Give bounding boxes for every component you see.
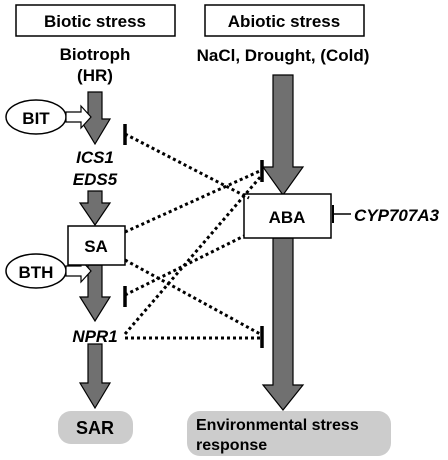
ics1-label: ICS1 (76, 148, 114, 167)
sa-to-environmental-arrow-dotted-line (124, 258, 263, 337)
inhibition-bars (123, 124, 264, 348)
aba-node-box (243, 193, 332, 239)
biotroph-label: Biotroph (60, 45, 131, 64)
sa-label: SA (84, 237, 108, 256)
sa-node-box (67, 225, 126, 266)
npr1-label: NPR1 (72, 327, 117, 346)
environmental-response-line1: Environmental stress (196, 417, 359, 434)
bit-open-arrow (65, 104, 92, 130)
aba-to-ics1-dotted-line (124, 132, 250, 200)
environmental-response-box (187, 411, 391, 456)
sa-to-npr1-arrow (78, 264, 112, 323)
aba-to-environmental-response-arrow (261, 237, 305, 411)
environmental-response-line2: response (196, 437, 267, 454)
abiotic-conditions-label: NaCl, Drought, (Cold) (197, 46, 370, 65)
eds5-label: EDS5 (73, 170, 118, 189)
biotic-stress-header: Biotic stress (44, 12, 146, 31)
npr1-to-sar-arrow (78, 343, 112, 410)
crosstalk-lines (123, 132, 264, 340)
hr-label: (HR) (77, 66, 113, 85)
biotic-stress-header-box (15, 4, 176, 37)
sa-to-aba-arrow-dotted-line (124, 168, 263, 234)
cyp707a3-label: CYP707A3 (354, 206, 440, 225)
aba-label: ABA (269, 208, 306, 227)
bit-label: BIT (22, 109, 50, 128)
eds5-to-sa-arrow (78, 190, 112, 227)
sar-result-box (58, 411, 133, 444)
abiotic-stress-header: Abiotic stress (228, 12, 340, 31)
npr1-to-aba-arrow-dotted-line (123, 174, 264, 335)
aba-to-sa-npr1-dotted-line (124, 234, 245, 297)
abiotic-stress-header-box (204, 4, 365, 37)
sar-label: SAR (76, 418, 114, 438)
abiotic-to-aba-arrow (261, 74, 305, 197)
bth-label: BTH (19, 263, 54, 282)
